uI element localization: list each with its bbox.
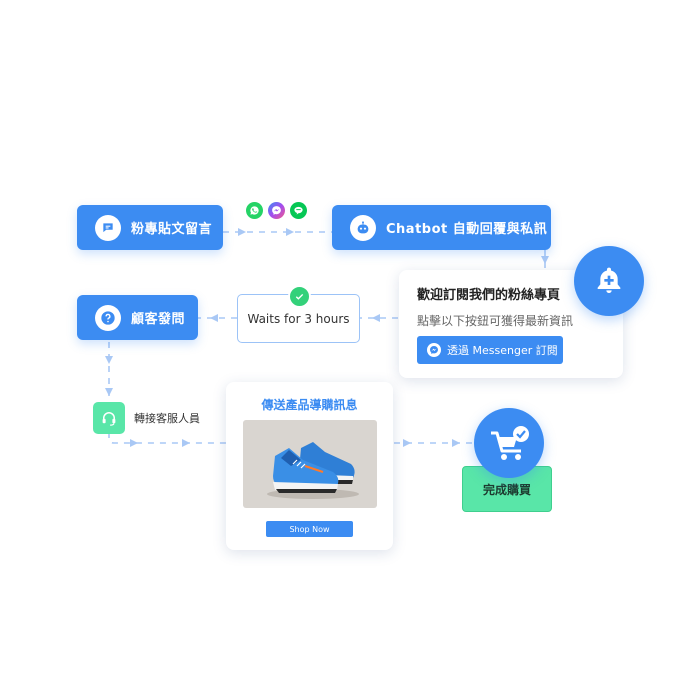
- shop-now-button[interactable]: Shop Now: [266, 521, 353, 537]
- complete-purchase-node[interactable]: 完成購買: [462, 466, 552, 512]
- question-icon: [95, 304, 121, 331]
- headset-icon: [93, 402, 125, 434]
- chat-bubble-icon: [95, 214, 121, 241]
- subscribe-card: 歡迎訂閱我們的粉絲專頁 點擊以下按鈕可獲得最新資訊 透過 Messenger 訂…: [399, 270, 623, 378]
- subscribe-title: 歡迎訂閱我們的粉絲專頁: [417, 288, 561, 303]
- chatbot-node[interactable]: Chatbot 自動回覆與私訊: [332, 205, 551, 250]
- wait-label: Waits for 3 hours: [247, 311, 350, 326]
- bell-plus-icon: [574, 246, 644, 316]
- messenger-icon: [268, 202, 285, 219]
- whatsapp-icon: [246, 202, 263, 219]
- complete-purchase-label: 完成購買: [482, 483, 531, 497]
- product-image: [243, 420, 377, 508]
- sneaker-icon: [267, 442, 359, 499]
- customer-question-node[interactable]: 顧客發問: [77, 295, 198, 340]
- transfer-agent-label: 轉接客服人員: [134, 412, 200, 425]
- post-comment-node[interactable]: 粉專貼文留言: [77, 205, 223, 250]
- post-comment-label: 粉專貼文留言: [131, 222, 213, 237]
- cart-check-icon: [474, 408, 544, 478]
- product-card: 傳送產品導購訊息 Shop Now: [226, 382, 393, 550]
- customer-question-label: 顧客發問: [131, 312, 186, 327]
- robot-icon: [350, 214, 376, 241]
- chatbot-label: Chatbot 自動回覆與私訊: [386, 222, 548, 237]
- product-card-title: 傳送產品導購訊息: [261, 398, 358, 412]
- messenger-subscribe-label: 透過 Messenger 訂閱: [447, 344, 558, 357]
- messenger-subscribe-button[interactable]: 透過 Messenger 訂閱: [417, 336, 563, 364]
- subscribe-subtitle: 點擊以下按鈕可獲得最新資訊: [417, 314, 574, 328]
- shop-now-label: Shop Now: [289, 524, 330, 534]
- messenger-icon: [427, 343, 441, 357]
- line-icon: [290, 202, 307, 219]
- check-icon: [288, 285, 311, 308]
